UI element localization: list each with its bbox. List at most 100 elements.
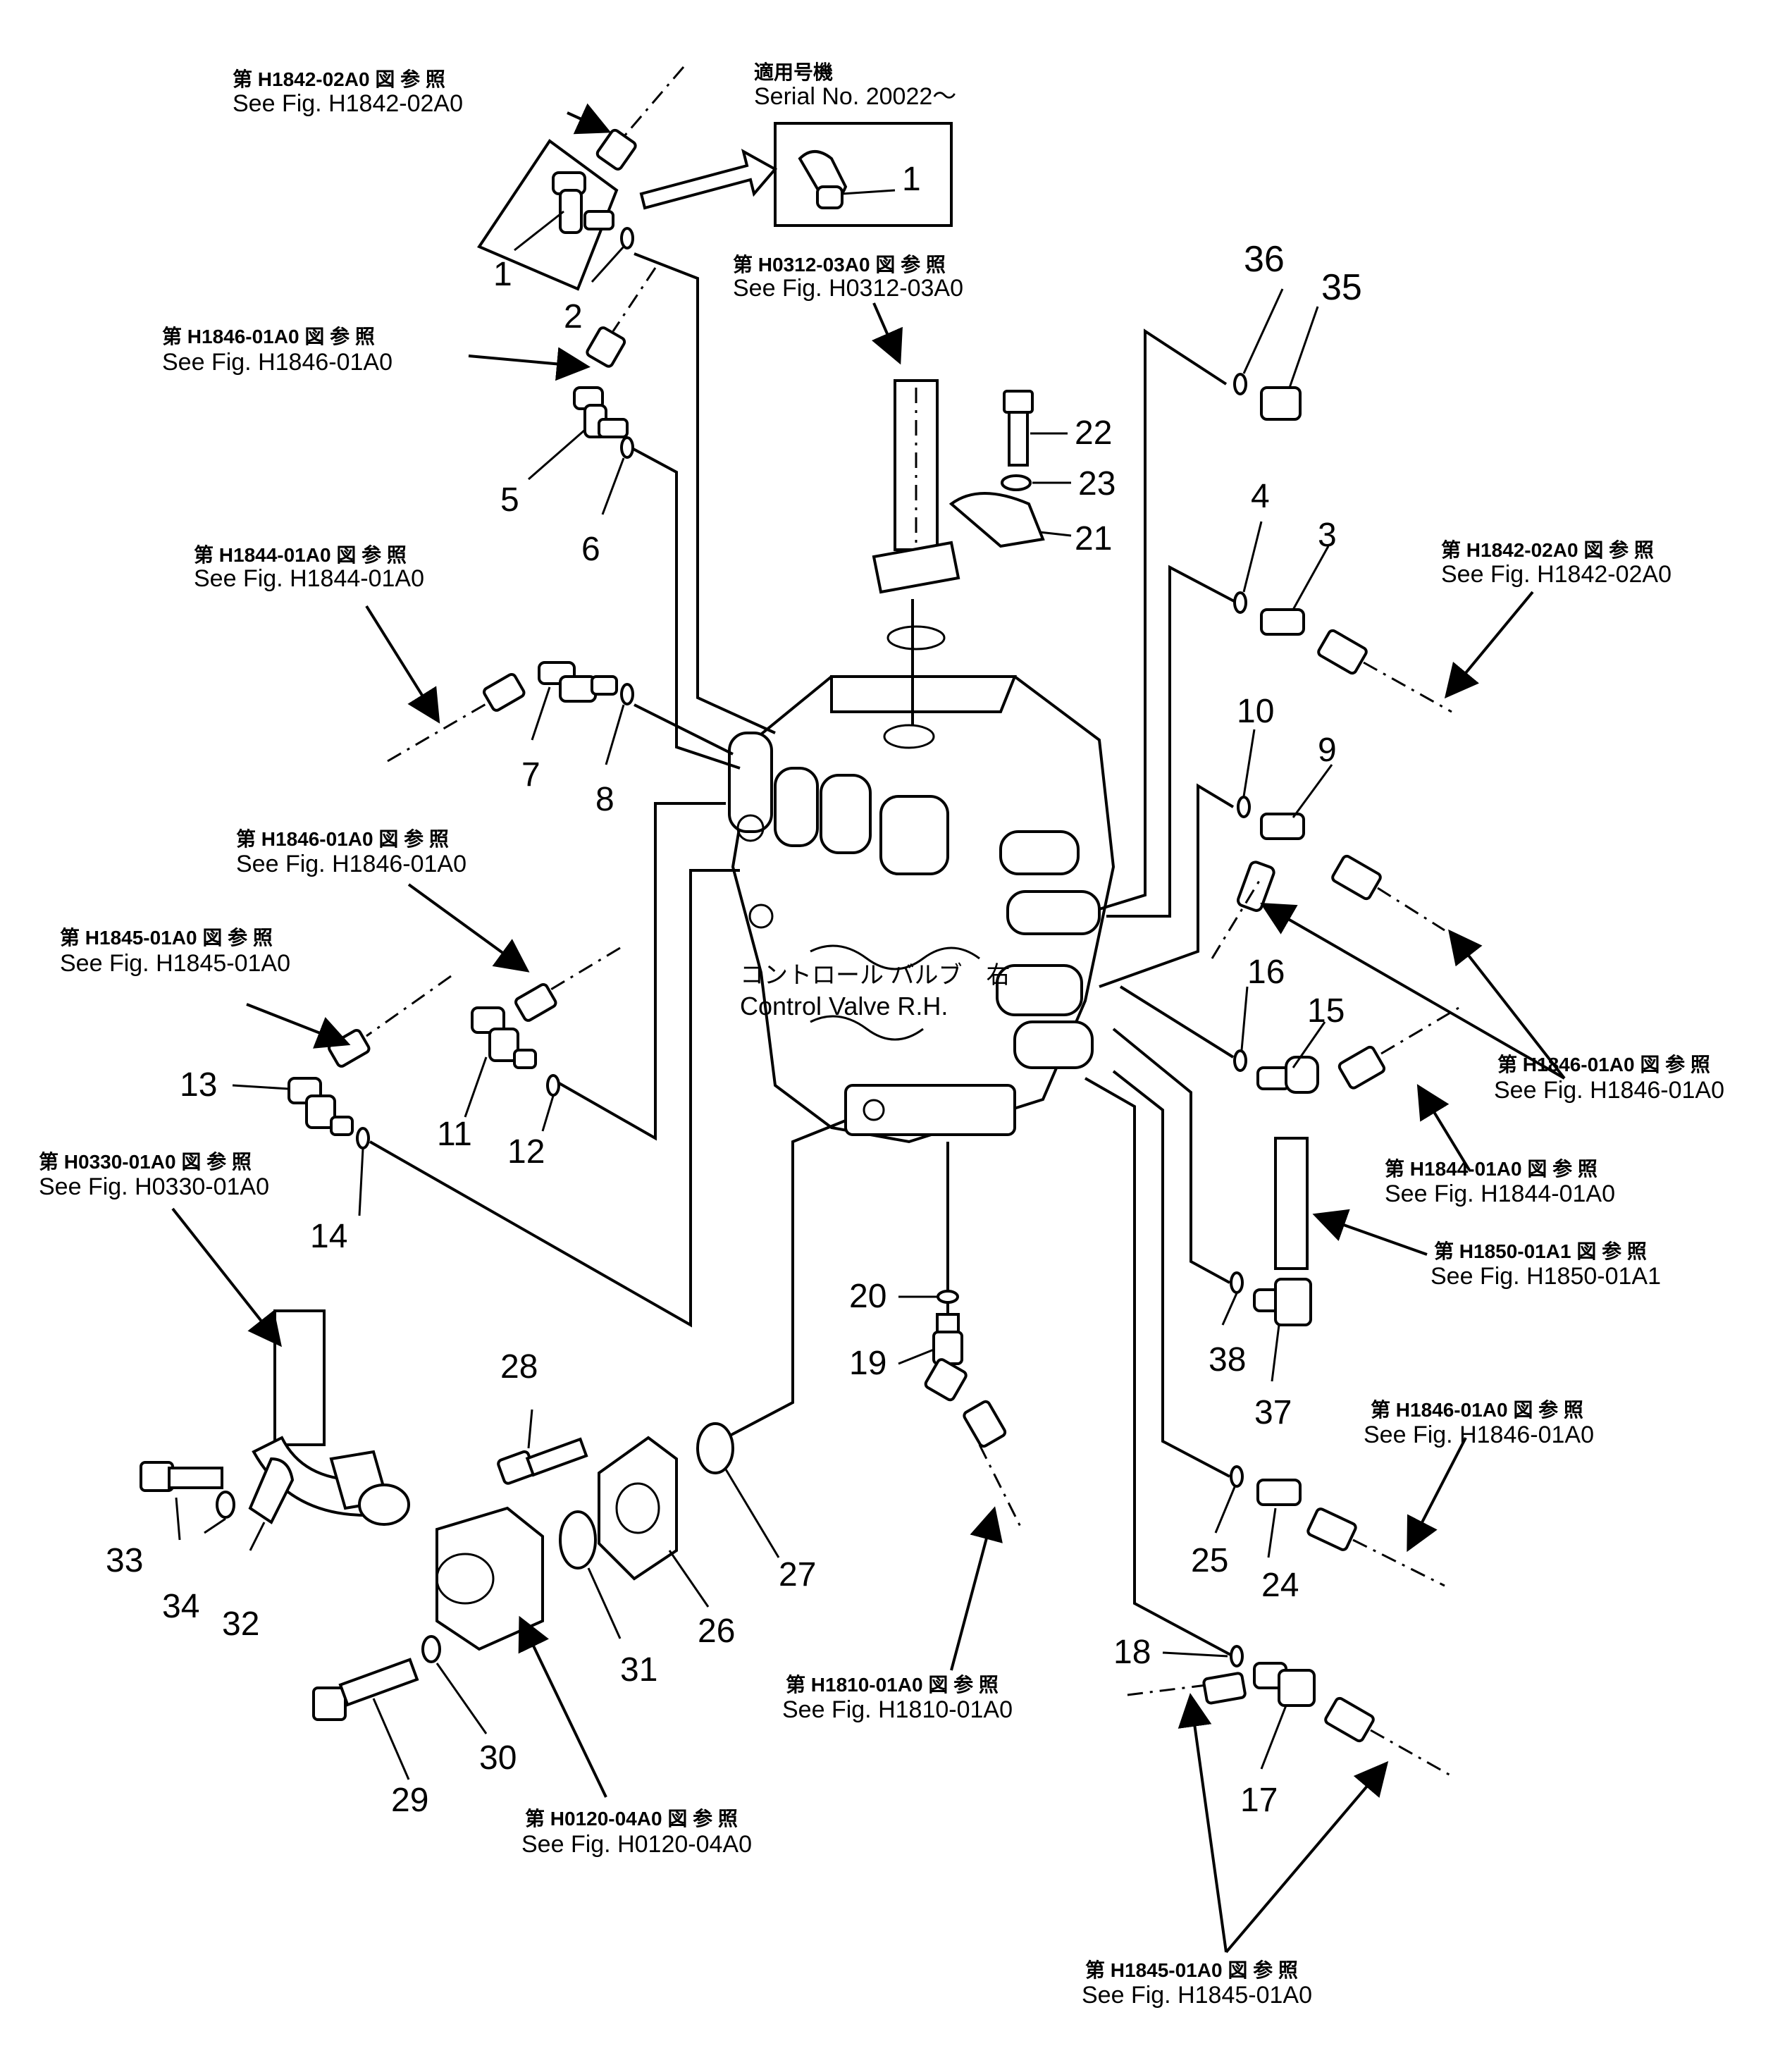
part-number-10: 10 — [1237, 693, 1274, 730]
connector-24 — [1256, 1479, 1302, 1506]
ref-h1846-01a0-right-jp: 第 H1846-01A0 図 参 照 — [1497, 1053, 1710, 1075]
o-ring-4 — [1233, 591, 1247, 614]
ref-h1842-02a0-right-jp: 第 H1842-02A0 図 参 照 — [1441, 538, 1654, 561]
ref-h1845-01a0-bottom-jp: 第 H1845-01A0 図 参 照 — [1085, 1959, 1298, 1981]
part-number-35: 35 — [1321, 267, 1362, 308]
elbow-fitting-5 — [573, 386, 629, 438]
ref-h1846-01a0-upper-en: See Fig. H1846-01A0 — [162, 349, 393, 376]
o-ring-18 — [1230, 1645, 1244, 1667]
serial-label-en: Serial No. 20022～ — [754, 83, 956, 110]
part-number-33: 33 — [106, 1542, 143, 1579]
part-number-22: 22 — [1075, 414, 1112, 452]
ref-h1850-01a1-en: See Fig. H1850-01A1 — [1430, 1263, 1661, 1290]
plug-35 — [1260, 386, 1302, 421]
ref-h1846-01a0-mid-en: See Fig. H1846-01A0 — [236, 851, 466, 877]
part-number-23: 23 — [1078, 465, 1116, 502]
split-flange — [872, 541, 960, 594]
part-number-18: 18 — [1113, 1634, 1151, 1671]
part-number-1: 1 — [493, 256, 512, 293]
part-number-3: 3 — [1318, 517, 1337, 554]
part-number-27: 27 — [779, 1556, 816, 1593]
fitting-19 — [924, 1313, 968, 1402]
part-number-12: 12 — [507, 1133, 545, 1171]
part-number-36: 36 — [1244, 239, 1285, 280]
elbow-fitting-11 — [471, 1006, 537, 1069]
part-number-4: 4 — [1251, 478, 1270, 515]
ref-h1846-01a0-upper-jp: 第 H1846-01A0 図 参 照 — [162, 325, 375, 347]
ref-h1810-01a0-en: See Fig. H1810-01A0 — [782, 1696, 1013, 1723]
pipe-h1850 — [1274, 1137, 1309, 1270]
ref-h1810-01a0-jp: 第 H1810-01A0 図 参 照 — [786, 1673, 999, 1696]
washer-34 — [216, 1491, 235, 1519]
o-ring-36 — [1233, 373, 1247, 395]
part-number-34: 34 — [162, 1588, 199, 1625]
part-number-37: 37 — [1254, 1394, 1292, 1431]
ref-h1845-01a0-left-en: See Fig. H1845-01A0 — [60, 950, 290, 977]
part-number-8: 8 — [595, 781, 614, 818]
washer-23 — [1001, 474, 1032, 491]
ref-h0120-04a0-en: See Fig. H0120-04A0 — [521, 1831, 752, 1858]
o-ring-25 — [1230, 1465, 1244, 1488]
ref-h1842-02a0-right-en: See Fig. H1842-02A0 — [1441, 561, 1671, 588]
part-number-19: 19 — [849, 1345, 886, 1382]
serial-label-jp: 適用号機 — [754, 61, 833, 83]
tee-fitting-9 — [1236, 813, 1305, 912]
part-number-7: 7 — [521, 756, 540, 794]
part-number-9: 9 — [1318, 732, 1337, 769]
ref-h1844-01a0-left-jp: 第 H1844-01A0 図 参 照 — [194, 543, 407, 566]
ref-h1846-01a0-lower-jp: 第 H1846-01A0 図 参 照 — [1371, 1398, 1583, 1421]
o-ring-14 — [356, 1127, 370, 1149]
part-number-14: 14 — [310, 1218, 347, 1255]
part-number-6: 6 — [581, 531, 600, 568]
o-ring-12 — [546, 1074, 560, 1097]
elbow-fitting-15 — [1256, 1056, 1319, 1094]
ref-h0330-01a0-en: See Fig. H0330-01A0 — [39, 1173, 269, 1200]
part-number-30: 30 — [479, 1739, 517, 1777]
part-number-2: 2 — [564, 298, 583, 335]
connection-lines — [369, 252, 1237, 1658]
elbow-fitting-1-detail — [798, 150, 848, 209]
ref-h1844-01a0-right-en: See Fig. H1844-01A0 — [1385, 1180, 1615, 1207]
ref-h1846-01a0-right-en: See Fig. H1846-01A0 — [1494, 1077, 1724, 1104]
valve-title-jp: コントロール バルブ 右 — [740, 962, 1010, 989]
o-ring-27 — [696, 1422, 734, 1474]
reference-labels: 第 H1842-02A0 図 参 照 See Fig. H1842-02A0 第… — [39, 68, 1724, 2009]
part-number-leaders — [175, 189, 1333, 1780]
ref-h1842-02a0-top-jp: 第 H1842-02A0 図 参 照 — [233, 68, 445, 90]
part-numbers: 1 1 2 5 6 7 8 22 23 21 36 35 4 3 10 9 16… — [106, 161, 1362, 1819]
washer-30 — [421, 1635, 441, 1663]
bolt-33-shank — [168, 1467, 223, 1489]
ref-h1844-01a0-left-en: See Fig. H1844-01A0 — [194, 565, 424, 592]
o-ring-16 — [1233, 1049, 1247, 1072]
reference-arrows — [171, 103, 1566, 1954]
o-ring-8 — [620, 683, 634, 705]
o-ring-20 — [937, 1290, 959, 1304]
ref-h1846-01a0-lower-en: See Fig. H1846-01A0 — [1364, 1422, 1594, 1448]
o-ring-38 — [1230, 1271, 1244, 1294]
connector-3 — [1260, 608, 1305, 636]
ref-h0120-04a0-jp: 第 H0120-04A0 図 参 照 — [525, 1807, 738, 1830]
part-number-31: 31 — [620, 1651, 657, 1689]
o-ring-10 — [1237, 796, 1251, 818]
bolt-22-head — [1003, 390, 1034, 414]
o-ring-flange-lower — [358, 1484, 410, 1526]
o-ring-31 — [559, 1510, 597, 1570]
part-number-13: 13 — [180, 1066, 217, 1104]
part-number-17: 17 — [1240, 1782, 1278, 1819]
ref-h1844-01a0-right-jp: 第 H1844-01A0 図 参 照 — [1385, 1157, 1598, 1180]
ref-h1845-01a0-bottom-en: See Fig. H1845-01A0 — [1082, 1982, 1312, 2009]
ref-h1850-01a1-jp: 第 H1850-01A1 図 参 照 — [1434, 1240, 1647, 1262]
part-number-20: 20 — [849, 1278, 886, 1315]
half-flange-21 — [948, 492, 1045, 548]
part-number-5: 5 — [500, 481, 519, 519]
bolt-22-shank — [1008, 411, 1029, 467]
tee-fitting-37 — [1253, 1278, 1312, 1326]
ref-h0312-03a0-en: See Fig. H0312-03A0 — [733, 275, 963, 302]
part-number-26: 26 — [698, 1612, 735, 1650]
part-number-29: 29 — [391, 1782, 428, 1819]
valve-title-en: Control Valve R.H. — [740, 992, 948, 1020]
part-number-32: 32 — [222, 1605, 259, 1643]
parts-shapes — [140, 66, 1459, 1777]
part-number-38: 38 — [1209, 1341, 1246, 1379]
part-number-11: 11 — [437, 1116, 472, 1153]
